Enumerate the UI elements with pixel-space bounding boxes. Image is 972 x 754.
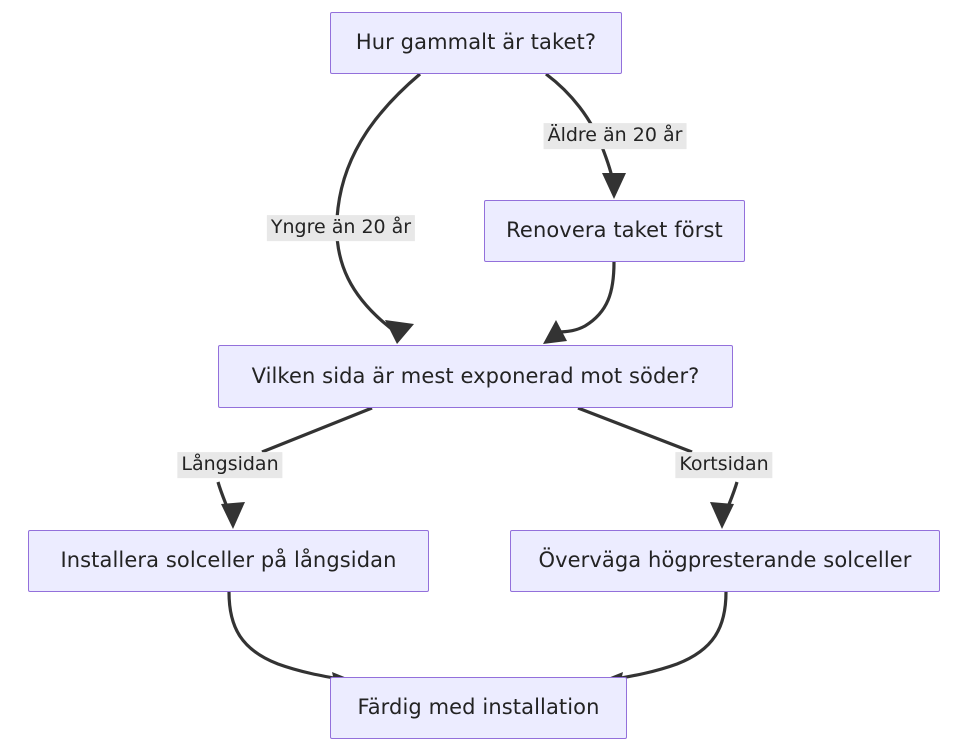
edge-n2-n3 bbox=[552, 261, 616, 335]
node-label: Renovera taket först bbox=[506, 218, 723, 243]
node-hur-gammalt-ar-taket[interactable]: Hur gammalt är taket? bbox=[330, 12, 622, 74]
node-vilken-sida-ar-mest-exponerad[interactable]: Vilken sida är mest exponerad mot söder? bbox=[218, 345, 733, 408]
arrowhead-n1-n3 bbox=[385, 320, 414, 344]
node-overvaga-hogpresterande-solceller[interactable]: Överväga högpresterande solceller bbox=[510, 530, 940, 592]
node-installera-solceller-pa-langsidan[interactable]: Installera solceller på långsidan bbox=[28, 530, 429, 592]
edge-label-langsidan: Långsidan bbox=[177, 452, 283, 478]
edge-n5-n6 bbox=[609, 591, 728, 682]
edge-label-yngre-an-20-ar: Yngre än 20 år bbox=[266, 215, 416, 241]
arrowhead-n3-n4 bbox=[221, 502, 245, 529]
arrowhead-n1-n2 bbox=[602, 173, 626, 199]
node-label: Vilken sida är mest exponerad mot söder? bbox=[251, 363, 700, 388]
node-label: Installera solceller på långsidan bbox=[60, 548, 397, 573]
node-label: Överväga högpresterande solceller bbox=[538, 548, 912, 573]
node-renovera-taket-forst[interactable]: Renovera taket först bbox=[484, 200, 745, 262]
edge-n3-n5 bbox=[577, 406, 693, 454]
edge-label-aldre-an-20-ar: Äldre än 20 år bbox=[543, 123, 687, 149]
edge-label-kortsidan: Kortsidan bbox=[675, 452, 773, 478]
arrowhead-n3-n5 bbox=[710, 502, 734, 529]
node-label: Färdig med installation bbox=[357, 695, 600, 720]
edge-n3-n4 bbox=[261, 406, 373, 454]
node-fardig-med-installation[interactable]: Färdig med installation bbox=[330, 677, 627, 739]
edge-n4-n6 bbox=[227, 591, 346, 682]
edge-n1-n3 bbox=[335, 72, 422, 335]
node-label: Hur gammalt är taket? bbox=[355, 30, 597, 55]
arrowhead-n2-n3 bbox=[543, 320, 567, 344]
